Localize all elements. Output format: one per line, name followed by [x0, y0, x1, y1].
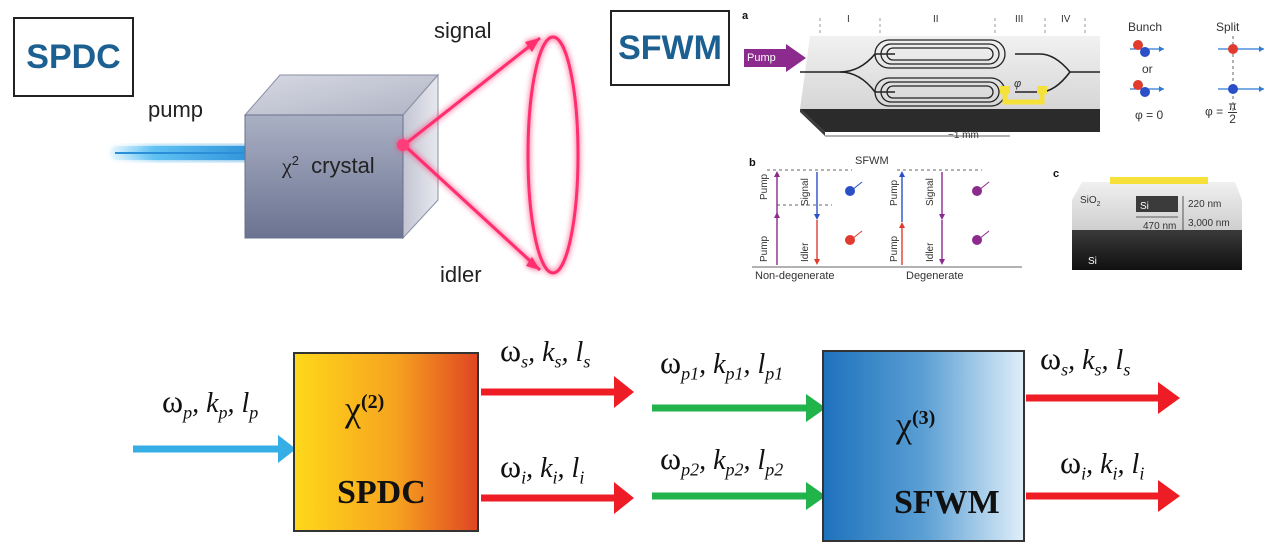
spdc-block-order: (2): [360, 391, 385, 413]
chi2-crystal: [243, 73, 440, 240]
energy-level-diagram: [752, 169, 1022, 268]
bunch-label: Bunch: [1128, 20, 1163, 34]
sfwm-signal-arrow: [1026, 382, 1180, 414]
b-right-idler: Idler: [925, 242, 936, 262]
spdc-idler-params: ωi, ki, li: [500, 448, 585, 488]
sfwm-chi3-block: χ(3) SFWM: [822, 350, 1025, 542]
bunch-split-particles: [1130, 36, 1264, 114]
section-label-1: I: [847, 14, 850, 25]
core-label: Si: [1140, 201, 1149, 212]
height-label: 220 nm: [1188, 199, 1222, 210]
crystal-label: χ2 crystal: [282, 153, 375, 179]
crystal-power: 2: [291, 153, 299, 168]
split-phase-prefix: φ =: [1205, 104, 1224, 119]
sfwm-block-order: (3): [911, 407, 936, 429]
idler-label: idler: [440, 262, 482, 287]
section-label-4: IV: [1061, 14, 1071, 25]
panel-a-letter: a: [742, 10, 749, 22]
emission-cone: [397, 35, 580, 275]
or-label: or: [1142, 62, 1153, 76]
pump-label: pump: [148, 97, 204, 122]
b-right-pump-bottom: Pump: [889, 235, 900, 262]
spdc-block-chi: χ(2): [345, 389, 385, 429]
split-phase: φ = π 2: [1205, 100, 1237, 125]
sfwm-signal-params: ωs, ks, ls: [1040, 340, 1131, 380]
block-diagram-arrows: [133, 376, 1180, 514]
crystal-chi: χ: [282, 153, 292, 179]
cladding-sub: 2: [1096, 201, 1101, 208]
b-left-idler: Idler: [800, 242, 811, 262]
bunch-phase: φ = 0: [1135, 108, 1164, 122]
sfwm-heading: SFWM: [618, 28, 722, 67]
section-label-3: III: [1015, 14, 1024, 25]
sfwm-block-chi: χ(3): [896, 405, 936, 445]
scale-label: ~1 mm: [948, 130, 979, 141]
b-left-pump-bottom: Pump: [759, 235, 770, 262]
spdc-input-arrow: [133, 435, 296, 463]
pump-arrow-label: Pump: [747, 52, 776, 64]
spdc-crystal-illustration: [110, 35, 580, 275]
spdc-block-name: SPDC: [337, 474, 426, 511]
split-phase-den: 2: [1229, 112, 1236, 126]
sfwm-heading-box: SFWM: [610, 10, 730, 86]
sfwm-idler-params: ωi, ki, li: [1060, 444, 1145, 484]
crystal-text: crystal: [311, 153, 375, 179]
split-label: Split: [1216, 20, 1240, 34]
spdc-chi2-block: χ(2) SPDC: [293, 352, 479, 532]
panel-c-letter: c: [1053, 168, 1060, 180]
b-right-pump-top: Pump: [889, 179, 900, 206]
sfwm-idler-arrow: [1026, 480, 1180, 512]
sfwm-pump2-params: ωp2, kp2, lp2: [660, 440, 784, 480]
panel-b-title: SFWM: [855, 155, 889, 167]
spdc-heading-box: SPDC: [13, 17, 134, 97]
b-left-signal: Signal: [800, 178, 811, 206]
sfwm-pump2-arrow: [652, 482, 826, 510]
chip-illustration: [800, 18, 1100, 137]
split-phase-num: π: [1228, 99, 1237, 113]
spdc-signal-arrow: [481, 376, 634, 408]
b-right-signal: Signal: [925, 178, 936, 206]
b-left-pump-top: Pump: [759, 173, 770, 200]
cladding-text: SiO: [1080, 195, 1097, 206]
panel-b-letter: b: [749, 157, 756, 169]
cladding-label: SiO2: [1080, 195, 1101, 208]
pump-arrow: [744, 44, 806, 72]
section-label-2: II: [933, 14, 939, 25]
sfwm-block-name: SFWM: [894, 484, 1000, 521]
spdc-input-params: ωp, kp, lp: [162, 383, 259, 423]
spdc-signal-params: ωs, ks, ls: [500, 332, 591, 372]
waveguide-cross-section: [1072, 177, 1242, 270]
sfwm-pump1-params: ωp1, kp1, lp1: [660, 344, 784, 384]
sfwm-pump1-arrow: [652, 394, 826, 422]
spdc-heading: SPDC: [26, 37, 121, 76]
signal-label: signal: [434, 18, 492, 43]
caption-degenerate: Degenerate: [906, 270, 964, 282]
width-label: 470 nm: [1143, 221, 1177, 232]
spdc-idler-arrow: [481, 482, 634, 514]
box-thickness-label: 3,000 nm: [1188, 218, 1230, 229]
phase-symbol: φ: [1014, 78, 1022, 90]
substrate-label: Si: [1088, 256, 1097, 267]
caption-non-degenerate: Non-degenerate: [755, 270, 835, 282]
